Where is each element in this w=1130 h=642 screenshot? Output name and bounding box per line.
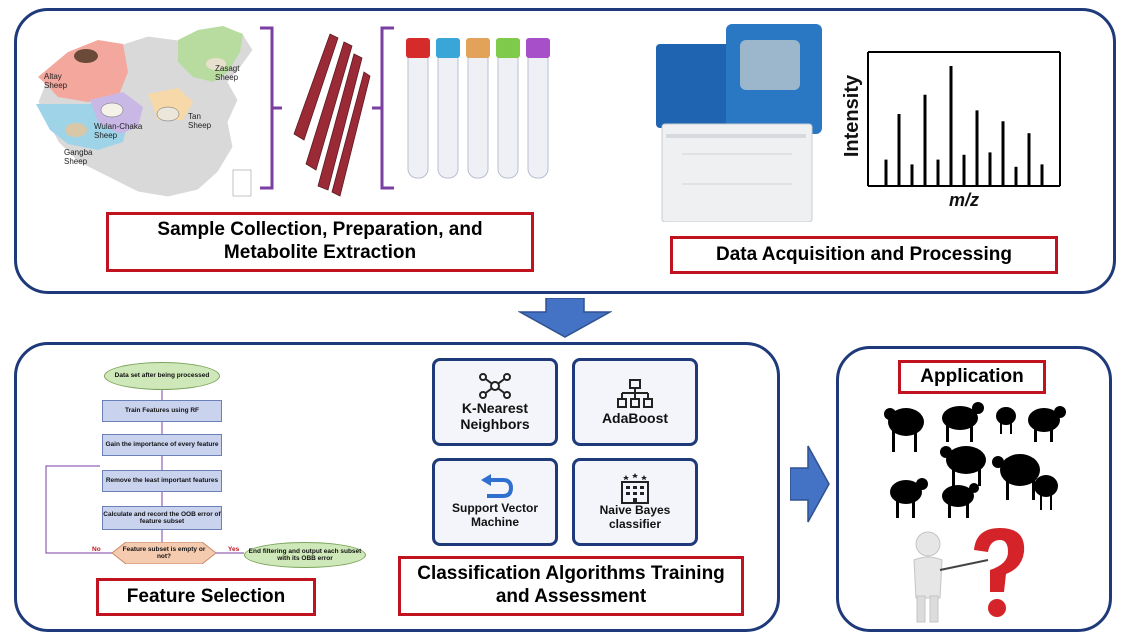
- flow-no-label: No: [92, 546, 101, 553]
- classification-label: Classification Algorithms Training and A…: [398, 556, 744, 616]
- sample-illustration: [260, 26, 550, 197]
- hierarchy-icon: [617, 378, 653, 408]
- flow-importance-node: Gain the importance of every feature: [102, 434, 222, 456]
- algo-naive-bayes-tile: Naive Bayes classifier: [572, 458, 698, 546]
- flow-train-node: Train Features using RF: [102, 400, 222, 422]
- map-label-tan: Tan Sheep: [188, 112, 212, 130]
- return-arrow-icon: [481, 474, 514, 499]
- flow-end-node: End filtering and output each subset wit…: [244, 542, 366, 568]
- flow-start-node: Data set after being processed: [104, 362, 220, 390]
- application-label: Application: [898, 360, 1046, 394]
- flow-decision-node: Feature subset is empty or not?: [122, 545, 206, 560]
- right-arrow-icon: [790, 445, 830, 523]
- down-arrow-icon: [518, 298, 612, 338]
- data-acquisition-label: Data Acquisition and Processing: [670, 236, 1058, 274]
- map-label-wulan-chaka: Wulan-Chaka Sheep: [94, 122, 143, 140]
- algo-adaboost-label: AdaBoost: [601, 409, 669, 426]
- flow-calc-node: Calculate and record the OOB error of fe…: [102, 506, 222, 530]
- map-label-zasagt: Zasagt Sheep: [215, 64, 240, 82]
- china-map: [36, 25, 254, 198]
- hotel-building-icon: [621, 473, 649, 505]
- feature-selection-flowchart-lines: [45, 390, 244, 554]
- spectrum-y-axis-label: Intensity: [841, 74, 863, 157]
- algo-svm-tile: Support Vector Machine: [432, 458, 558, 546]
- flow-remove-node: Remove the least important features: [102, 470, 222, 492]
- flow-decision-shape: [112, 542, 216, 564]
- sample-collection-label: Sample Collection, Preparation, and Meta…: [106, 212, 534, 272]
- network-icon: [479, 372, 511, 399]
- map-label-altay: Altay Sheep: [44, 72, 68, 90]
- algo-knn-tile: K-Nearest Neighbors: [432, 358, 558, 446]
- question-person-illustration: [913, 528, 1025, 623]
- sheep-silhouettes: [884, 402, 1066, 518]
- algo-naive-bayes-label: Naive Bayes classifier: [599, 503, 671, 531]
- algo-adaboost-tile: AdaBoost: [572, 358, 698, 446]
- mass-spectrum-chart: Intensity m/z: [841, 51, 1061, 210]
- flow-yes-label: Yes: [228, 546, 240, 553]
- algo-svm-label: Support Vector Machine: [451, 501, 538, 529]
- mass-spectrometer: [656, 24, 822, 222]
- spectrum-x-axis-label: m/z: [949, 190, 979, 210]
- map-label-gangba: Gangba Sheep: [64, 148, 93, 166]
- feature-selection-label: Feature Selection: [96, 578, 316, 616]
- algo-knn-label: K-Nearest Neighbors: [460, 399, 530, 432]
